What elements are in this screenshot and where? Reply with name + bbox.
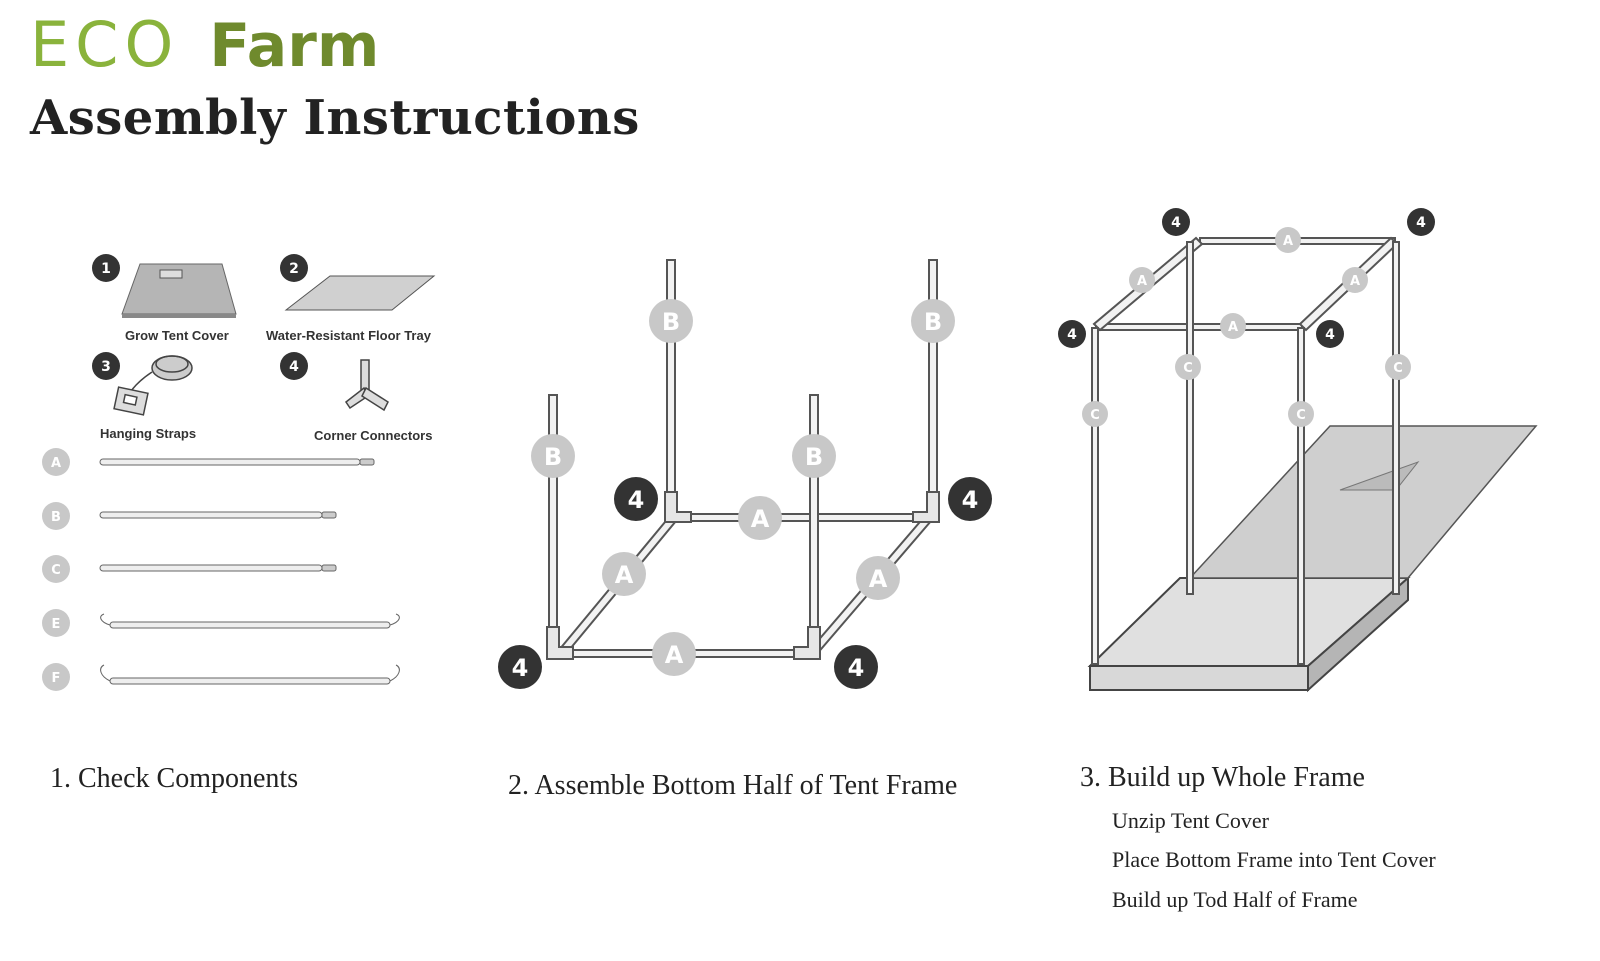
pole-e-illustration — [100, 613, 400, 629]
letter-badge-icon: A — [1342, 267, 1368, 293]
svg-text:4: 4 — [1067, 327, 1077, 343]
number-badge-icon: 4 — [948, 477, 992, 521]
bottom-frame-diagram: A A A A B B B B 4 4 4 4 — [498, 259, 992, 689]
logo-eco-text: ECO — [30, 8, 180, 81]
component-label: Hanging Straps — [100, 426, 197, 441]
svg-text:4: 4 — [1171, 215, 1181, 231]
letter-badge-icon: C — [1385, 354, 1411, 380]
letter-badge-icon: A — [1275, 227, 1301, 253]
svg-text:C: C — [1393, 361, 1403, 376]
svg-text:B: B — [662, 308, 680, 336]
number-badge-icon: 4 — [1162, 208, 1190, 236]
grow-tent-cover-illustration — [121, 263, 237, 318]
number-badge-icon: 4 — [1407, 208, 1435, 236]
letter-badge-icon: B — [649, 299, 693, 343]
letter-badge-icon: A — [856, 556, 900, 600]
svg-text:4: 4 — [848, 654, 865, 682]
number-badge-icon: 4 — [1058, 320, 1086, 348]
number-badge-icon: 4 — [280, 352, 308, 380]
svg-text:A: A — [665, 641, 684, 669]
svg-text:2: 2 — [289, 261, 299, 277]
step-3-substep: Place Bottom Frame into Tent Cover — [1112, 847, 1436, 872]
number-badge-icon: 4 — [498, 645, 542, 689]
svg-text:A: A — [1137, 274, 1147, 289]
letter-badge-icon: A — [42, 448, 70, 476]
svg-text:A: A — [869, 565, 888, 593]
svg-text:F: F — [52, 671, 61, 686]
letter-badge-icon: B — [911, 299, 955, 343]
svg-text:B: B — [544, 443, 562, 471]
letter-badge-icon: C — [1288, 401, 1314, 427]
letter-badge-icon: C — [1175, 354, 1201, 380]
svg-text:C: C — [51, 563, 61, 578]
svg-text:A: A — [1350, 274, 1360, 289]
svg-text:A: A — [1228, 320, 1238, 335]
svg-text:1: 1 — [101, 261, 111, 277]
svg-text:3: 3 — [101, 359, 111, 375]
pole-f-illustration — [100, 664, 400, 685]
whole-frame-diagram: A A A A C C C C 4 4 4 4 — [1058, 208, 1538, 693]
page-title: Assembly Instructions — [30, 90, 640, 146]
svg-text:A: A — [751, 505, 770, 533]
svg-text:E: E — [52, 617, 61, 632]
step-2-title: 2. Assemble Bottom Half of Tent Frame — [508, 770, 958, 801]
hanging-straps-illustration — [113, 355, 193, 416]
pole-a-illustration — [99, 458, 375, 466]
svg-text:A: A — [615, 561, 634, 589]
svg-text:4: 4 — [628, 486, 645, 514]
step-3-substep: Build up Tod Half of Frame — [1112, 887, 1358, 912]
corner-connector-illustration — [344, 359, 389, 412]
number-badge-icon: 4 — [1316, 320, 1344, 348]
component-label: Water-Resistant Floor Tray — [266, 328, 431, 343]
number-badge-icon: 1 — [92, 254, 120, 282]
letter-badge-icon: F — [42, 663, 70, 691]
letter-badge-icon: A — [1129, 267, 1155, 293]
step-3-title: 3. Build up Whole Frame — [1080, 762, 1365, 793]
number-badge-icon: 4 — [614, 477, 658, 521]
logo-farm-text: Farm — [209, 11, 380, 81]
letter-badge-icon: E — [42, 609, 70, 637]
svg-text:4: 4 — [1416, 215, 1426, 231]
number-badge-icon: 3 — [92, 352, 120, 380]
letter-badge-icon: A — [1220, 313, 1246, 339]
svg-text:4: 4 — [1325, 327, 1335, 343]
letter-badge-icon: B — [42, 502, 70, 530]
pole-c-illustration — [99, 564, 337, 572]
svg-text:C: C — [1090, 408, 1100, 423]
svg-text:B: B — [924, 308, 942, 336]
step-3-substep: Unzip Tent Cover — [1112, 808, 1269, 833]
letter-badge-icon: B — [792, 434, 836, 478]
number-badge-icon: 2 — [280, 254, 308, 282]
svg-text:A: A — [1283, 234, 1293, 249]
svg-text:A: A — [51, 456, 61, 471]
eco-farm-logo: ECO Farm — [30, 8, 380, 81]
letter-badge-icon: C — [1082, 401, 1108, 427]
letter-badge-icon: C — [42, 555, 70, 583]
letter-badge-icon: A — [652, 632, 696, 676]
svg-text:4: 4 — [512, 654, 529, 682]
svg-text:B: B — [51, 510, 61, 525]
letter-badge-icon: A — [602, 552, 646, 596]
svg-text:C: C — [1296, 408, 1306, 423]
components-diagram: 1 2 3 4 A B C E F — [42, 254, 436, 691]
svg-text:4: 4 — [289, 359, 299, 375]
number-badge-icon: 4 — [834, 645, 878, 689]
svg-text:4: 4 — [962, 486, 979, 514]
pole-b-illustration — [99, 511, 337, 519]
floor-tray-illustration — [284, 275, 436, 311]
svg-text:B: B — [805, 443, 823, 471]
letter-badge-icon: B — [531, 434, 575, 478]
svg-text:C: C — [1183, 361, 1193, 376]
component-label: Grow Tent Cover — [125, 328, 229, 343]
step-1-title: 1. Check Components — [50, 763, 299, 794]
component-label: Corner Connectors — [314, 428, 433, 443]
letter-badge-icon: A — [738, 496, 782, 540]
